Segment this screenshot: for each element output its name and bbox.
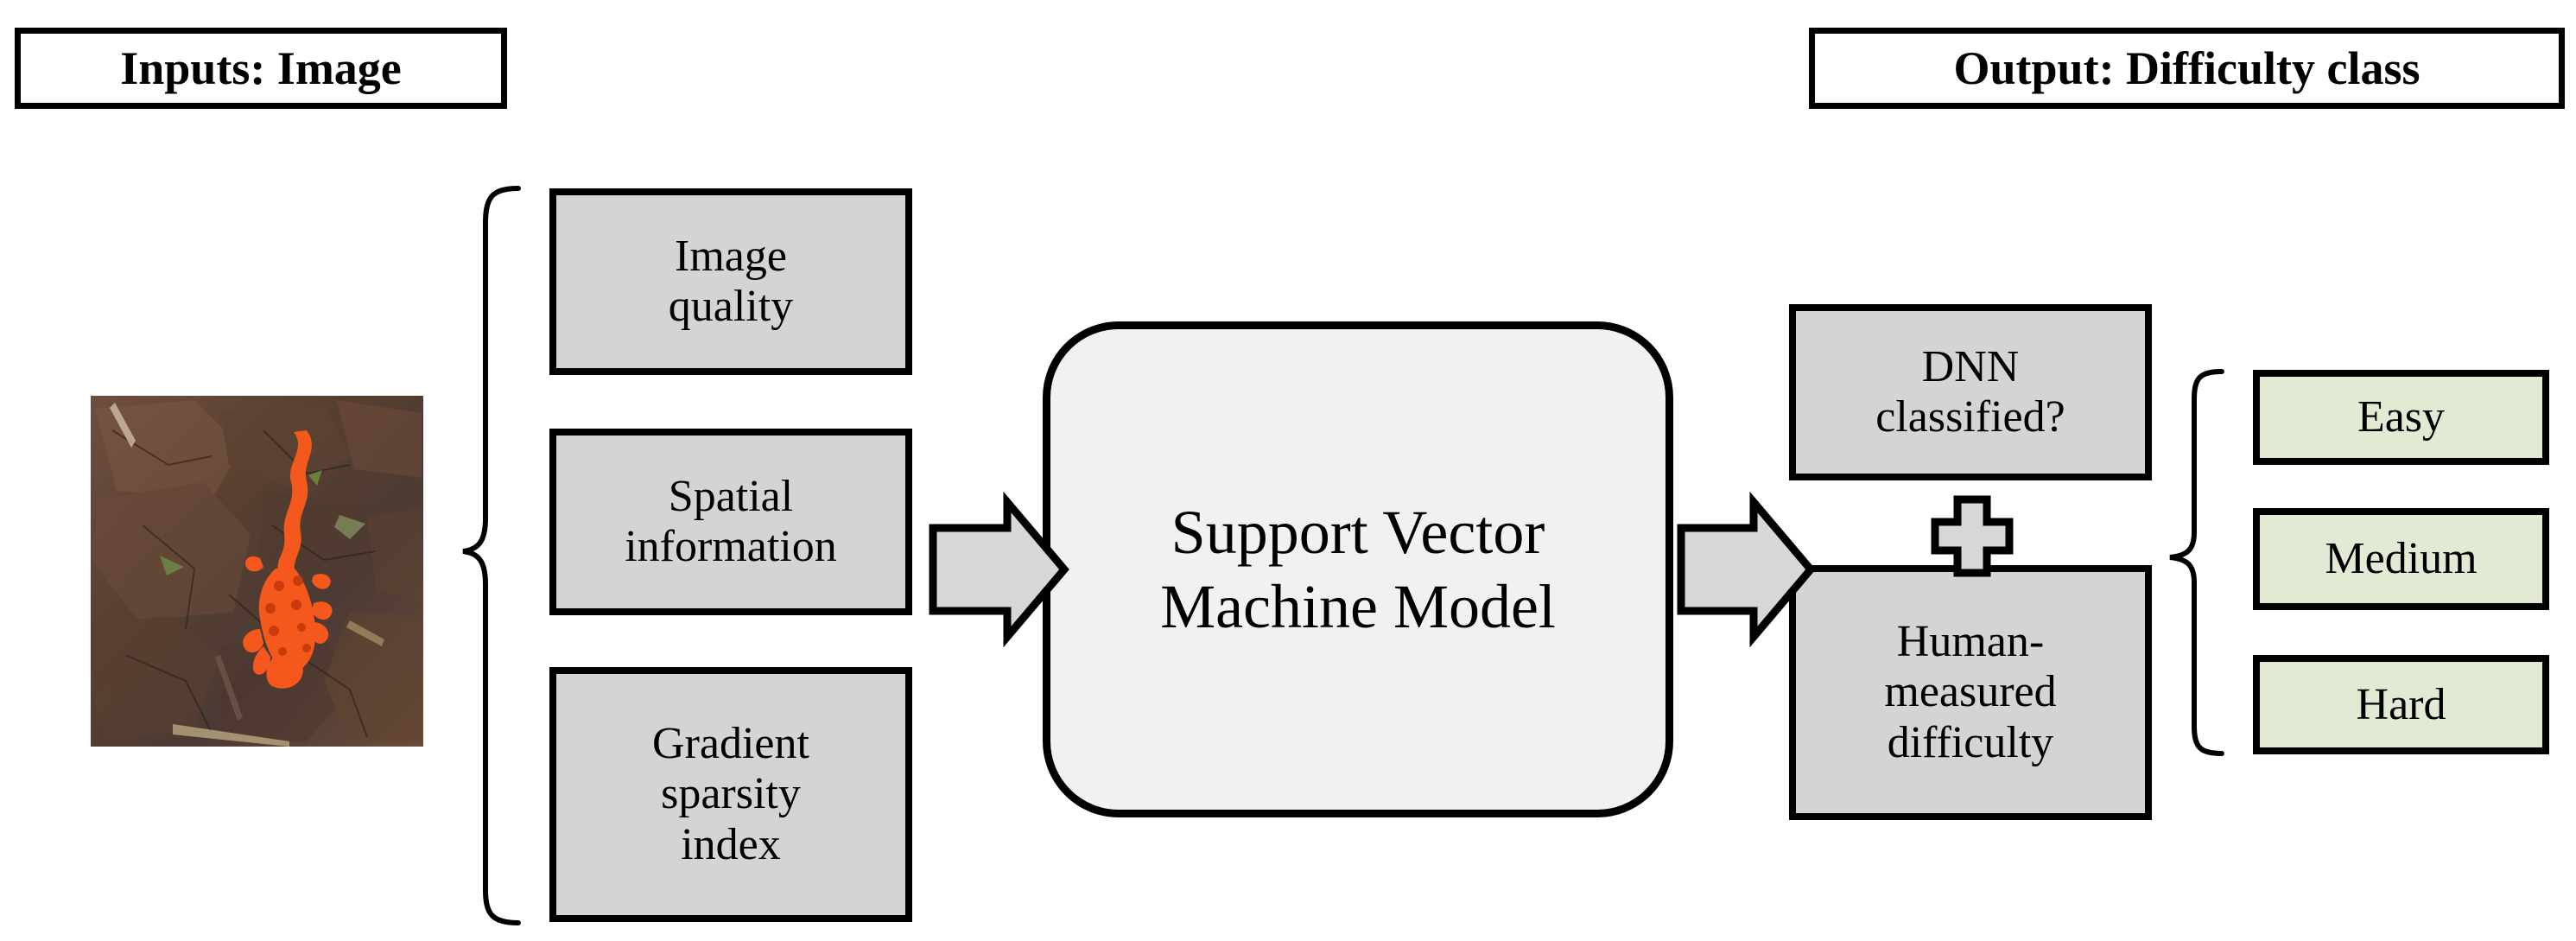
class-box-hard[interactable]: Hard <box>2253 655 2549 754</box>
class-box-medium[interactable]: Medium <box>2253 508 2549 610</box>
class-label-hard: Hard <box>2356 679 2446 729</box>
input-image-thumbnail <box>91 396 423 747</box>
output-header-label: Output: Difficulty class <box>1953 42 2421 94</box>
class-box-easy[interactable]: Easy <box>2253 370 2549 465</box>
class-label-easy: Easy <box>2357 392 2446 442</box>
output-group-brace <box>2169 369 2224 756</box>
arrow-features-to-model <box>929 491 1069 648</box>
output-header-box: Output: Difficulty class <box>1809 28 2565 109</box>
class-label-medium: Medium <box>2325 534 2478 584</box>
inputs-header-label: Inputs: Image <box>120 42 402 94</box>
inputs-header-box: Inputs: Image <box>15 28 507 109</box>
arrow-model-to-targets <box>1677 491 1816 648</box>
input-group-brace <box>462 186 521 925</box>
plus-operator-icon <box>1931 495 2014 577</box>
